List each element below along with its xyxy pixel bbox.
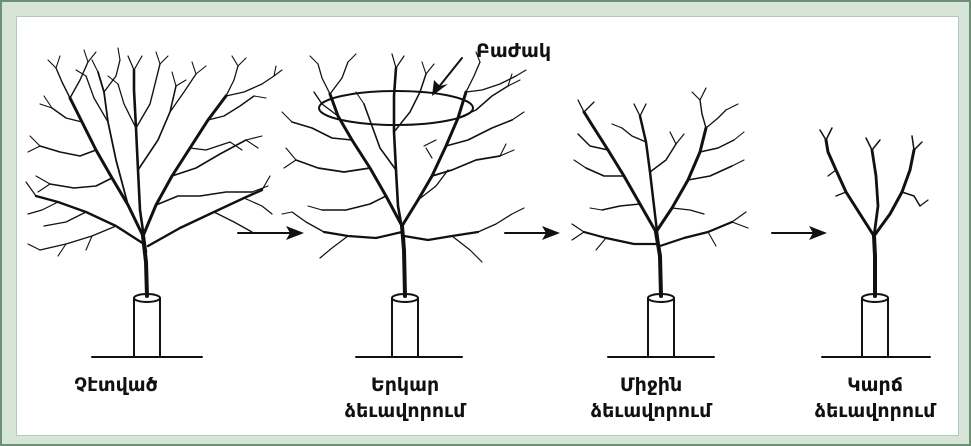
arrow-right-icon bbox=[772, 226, 827, 240]
stake-tube-icon bbox=[134, 298, 160, 357]
arrow-right-icon bbox=[238, 226, 304, 240]
tree-medium-pruning bbox=[572, 88, 748, 357]
stage-label-line: Միջին bbox=[576, 372, 726, 398]
bowl-outline bbox=[319, 91, 473, 125]
stage-label-line: ձեւավորում bbox=[330, 398, 480, 424]
annotation-arrow-icon bbox=[432, 58, 462, 96]
bowl-label: Բաժակ bbox=[476, 40, 551, 62]
stage-label-line: ձեւավորում bbox=[800, 398, 950, 424]
tree-short-pruning bbox=[820, 128, 930, 357]
stage-label-line: Կարճ bbox=[800, 372, 950, 398]
stage-label-line: Երկար bbox=[330, 372, 480, 398]
stage-label-unpruned: Չէտված bbox=[56, 372, 176, 398]
stage-label-long-pruning: Երկար ձեւավորում bbox=[330, 372, 480, 424]
tree-unpruned bbox=[26, 48, 282, 357]
stake-tube-icon bbox=[392, 298, 418, 357]
arrow-right-icon bbox=[505, 226, 560, 240]
tree-long-pruning bbox=[282, 52, 526, 357]
stake-tube-icon bbox=[862, 298, 888, 357]
stake-tube-icon bbox=[648, 298, 674, 357]
stage-label-line: ձեւավորում bbox=[576, 398, 726, 424]
stage-label-line: Չէտված bbox=[56, 372, 176, 398]
stage-label-short-pruning: Կարճ ձեւավորում bbox=[800, 372, 950, 424]
stage-label-medium-pruning: Միջին ձեւավորում bbox=[576, 372, 726, 424]
